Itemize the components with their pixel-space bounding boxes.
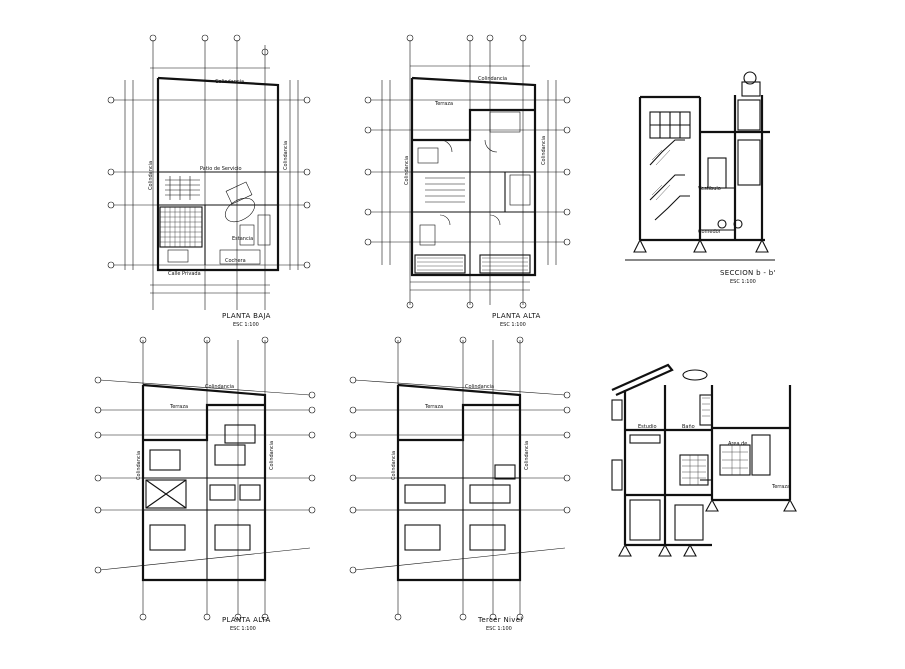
plan-ground-title: PLANTA BAJA [222,312,271,320]
section-bb-scale: ESC 1:100 [730,279,756,285]
plan-third-title: Tercer Nivel [477,616,523,624]
section-2-label-b: Baño [682,424,695,430]
plan-upper2-label-a: Terraza [169,404,188,410]
plan-third-label-right: Colindancia [524,441,530,470]
plan-third-scale: ESC 1:100 [486,626,512,632]
plan-upper2-label-top: Colindancia [205,384,234,390]
plan-upper2-title: PLANTA ALTA [222,616,271,624]
plan-upper-floor: Colindancia Colindancia Colindancia Terr… [364,34,571,328]
plan-ground-label-top: Colindancia [215,79,244,85]
plan-upper-floor-2: Colindancia Colindancia Colindancia Terr… [94,336,316,632]
section-bb-label-a: Vestibulo [698,186,721,192]
plan-third-label-top: Colindancia [465,384,494,390]
plan-ground-label-right: Colindancia [283,141,289,170]
plan-upper-label-left: Colindancia [404,156,410,185]
plan-upper2-label-right: Colindancia [269,441,275,470]
plan-ground-label-mid: Patio de Servicio [200,166,242,172]
plan-upper2-label-left: Colindancia [136,451,142,480]
plan-ground-floor: Colindancia Colindancia Colindancia Pati… [107,34,311,328]
plan-third-label-a: Terraza [424,404,443,410]
plan-upper-label-a: Terraza [434,101,453,107]
section-bb-title: SECCION b - b' [720,269,776,277]
plan-third-label-left: Colindancia [391,451,397,480]
plan-ground-scale: ESC 1:100 [233,322,259,328]
plan-upper-title: PLANTA ALTA [492,312,541,320]
section-2: Estudio Baño Area de Terraza [611,363,797,557]
section-bb: Vestibulo Comedor SECCION b - b' ESC 1:1… [625,71,776,285]
plan-ground-label-b: Cochera [225,258,246,264]
section-2-label-c: Area de [728,441,747,447]
plan-upper-label-right: Colindancia [541,136,547,165]
plan-upper-label-top: Colindancia [478,76,507,82]
plan-third-level: Colindancia Colindancia Colindancia Terr… [349,336,571,632]
section-2-label-a: Estudio [638,424,657,430]
plan-upper-scale: ESC 1:100 [500,322,526,328]
plan-ground-label-left: Colindancia [148,161,154,190]
section-bb-label-b: Comedor [698,229,722,235]
plan-upper2-scale: ESC 1:100 [230,626,256,632]
plan-ground-label-c: Calle Privada [168,271,201,277]
section-2-label-d: Terraza [771,484,790,490]
plan-ground-label-a: Estancia [232,236,253,242]
